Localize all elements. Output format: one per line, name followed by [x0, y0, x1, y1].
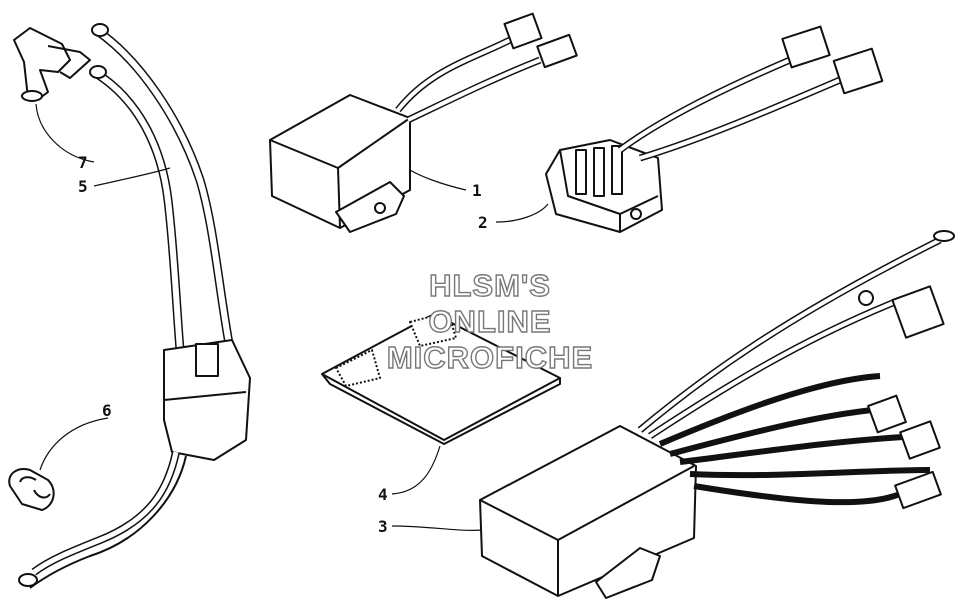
callout-4: 4 [378, 485, 388, 504]
callout-1: 1 [472, 181, 482, 200]
leader-2 [495, 203, 549, 223]
leader-lines [35, 103, 549, 531]
ignition-coil-assembly [13, 23, 251, 589]
voltage-regulator [545, 25, 884, 233]
leader-7 [35, 103, 95, 163]
leader-1 [409, 169, 467, 191]
leader-3 [391, 525, 483, 531]
watermark-line-2: ONLINE [428, 304, 551, 339]
cdi-unit [269, 12, 578, 233]
insulator-pad [321, 311, 561, 445]
spark-plug-cap [13, 27, 91, 102]
leader-4 [391, 445, 441, 495]
callout-2: 2 [478, 213, 488, 232]
callout-3: 3 [378, 517, 388, 536]
callout-7: 7 [78, 153, 88, 172]
callout-labels: 7 5 6 1 2 4 3 [78, 153, 488, 536]
callout-6: 6 [102, 401, 112, 420]
callout-5: 5 [78, 177, 88, 196]
watermark-line-3: MICROFICHE [387, 340, 593, 375]
leader-6 [39, 417, 109, 471]
watermark: HLSM'S ONLINE MICROFICHE [386, 267, 593, 375]
wiring-harness [479, 230, 955, 599]
watermark-line-1: HLSM'S [429, 268, 551, 303]
wire-clip [8, 468, 55, 511]
leader-5 [93, 167, 171, 187]
